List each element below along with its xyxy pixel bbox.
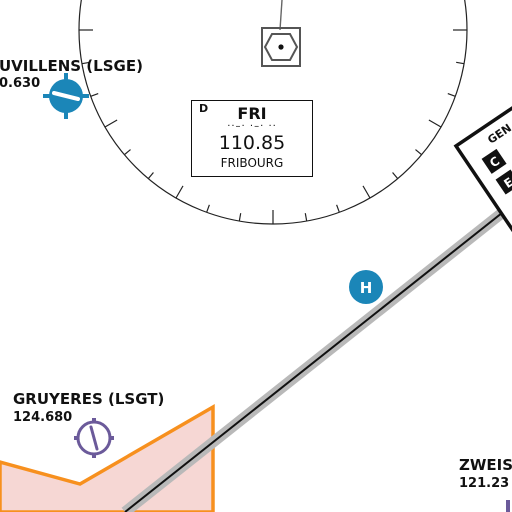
compass-tick: [238, 213, 242, 222]
zweisimmen-freq: 121.23: [459, 476, 510, 491]
zweisimmen-name: ZWEIS: [459, 456, 512, 474]
reporting-point-e[interactable]: E: [495, 169, 512, 195]
compass-tick: [104, 119, 118, 128]
vor-frequency: 110.85: [218, 132, 286, 154]
ecuvillens-freq: 0.630: [0, 76, 41, 91]
gruyeres-name: GRUYERES (LSGT): [13, 390, 165, 408]
compass-tick: [90, 93, 99, 97]
vor-radial-north: [279, 0, 283, 31]
compass-tick: [147, 172, 154, 179]
vor-name: FRIBOURG: [220, 156, 284, 170]
vor-hexagon-icon[interactable]: [261, 27, 301, 67]
route-line[interactable]: [124, 204, 512, 512]
compass-tick: [81, 61, 90, 65]
compass-tick: [175, 185, 184, 199]
compass-tick: [428, 119, 442, 128]
ecuvillens-airport-icon[interactable]: [43, 73, 89, 119]
heliport-icon[interactable]: H: [349, 270, 383, 304]
vor-class: D: [199, 102, 209, 115]
compass-tick: [392, 172, 399, 179]
reporting-point-c[interactable]: C: [481, 148, 507, 174]
vor-info-box[interactable]: D FRI ··–· ·–· ·· 110.85 FRIBOURG: [191, 100, 313, 177]
ecuvillens-name: UVILLENS (LSGE): [0, 57, 143, 75]
compass-tick: [336, 204, 340, 213]
vor-morse-code: ··–· ·–· ··: [227, 121, 277, 132]
heliport-symbol: H: [360, 279, 373, 297]
reporting-point-e-label: E: [501, 175, 512, 191]
compass-tick: [456, 61, 465, 65]
reporting-points-box[interactable]: GEN C E: [453, 82, 512, 240]
compass-tick: [304, 213, 308, 222]
compass-tick: [362, 185, 371, 199]
compass-tick: [447, 93, 456, 97]
gruyeres-airport-icon[interactable]: [74, 418, 114, 458]
compass-tick: [415, 149, 422, 156]
vor-ident: FRI: [237, 104, 267, 123]
gruyeres-freq: 124.680: [13, 410, 73, 425]
fribourg-compass-rose: [78, 0, 468, 225]
compass-tick: [206, 204, 210, 213]
compass-tick: [124, 149, 131, 156]
